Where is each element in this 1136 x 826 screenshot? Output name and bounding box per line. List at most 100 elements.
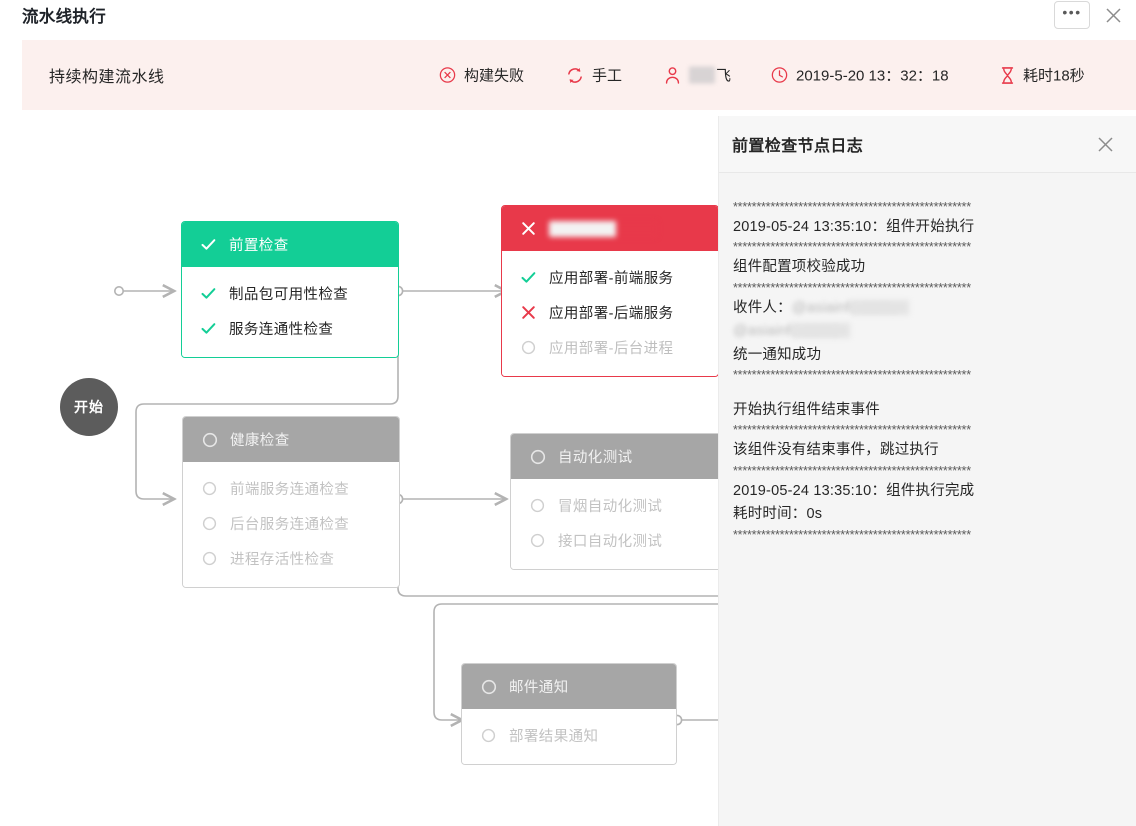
check-icon xyxy=(200,320,217,337)
node-step[interactable]: 冒烟自动化测试 xyxy=(511,488,727,523)
log-line: 该组件没有结束事件，跳过执行 xyxy=(733,442,939,459)
trigger-user: 飞 xyxy=(664,65,731,86)
node-step-label: 冒烟自动化测试 xyxy=(558,499,663,515)
node-header xyxy=(502,206,718,251)
node-step-label: 进程存活性检查 xyxy=(230,552,335,568)
node-step[interactable]: 应用部署-后端服务 xyxy=(502,295,718,330)
node-step[interactable]: 制品包可用性检查 xyxy=(182,276,398,311)
node-header: 前置检查 xyxy=(182,222,398,267)
node-step-label: 接口自动化测试 xyxy=(558,534,663,550)
node-step[interactable]: 后台服务连通检查 xyxy=(183,506,399,541)
circle-icon xyxy=(529,448,546,465)
circle-icon xyxy=(480,727,497,744)
circle-icon xyxy=(520,339,537,356)
hourglass-icon xyxy=(1000,66,1015,84)
window-close-button[interactable] xyxy=(1100,2,1126,28)
node-body: 部署结果通知 xyxy=(462,709,676,764)
check-icon xyxy=(200,236,217,253)
trigger-type-label: 手工 xyxy=(592,67,623,85)
pipeline-node-mail[interactable]: 邮件通知 部署结果通知 xyxy=(461,663,677,765)
node-title: 前置检查 xyxy=(229,238,289,254)
circle-icon xyxy=(201,515,218,532)
node-step-label: 应用部署-后台进程 xyxy=(549,341,674,357)
pipeline-node-health[interactable]: 健康检查 前端服务连通检查 后台服务连通检查 进程存活性检查 xyxy=(182,416,400,588)
pipeline-node-autotest[interactable]: 自动化测试 冒烟自动化测试 接口自动化测试 xyxy=(510,433,728,570)
node-step-label: 部署结果通知 xyxy=(509,729,599,745)
more-options-button[interactable]: ••• xyxy=(1054,1,1090,29)
node-body: 制品包可用性检查 服务连通性检查 xyxy=(182,267,398,357)
x-icon xyxy=(520,304,537,321)
node-header: 邮件通知 xyxy=(462,664,676,709)
execution-duration-label: 耗时18秒 xyxy=(1023,67,1085,85)
clock-icon xyxy=(771,67,788,84)
node-title-redacted xyxy=(549,220,657,237)
log-panel-close-button[interactable] xyxy=(1094,133,1116,155)
page-title: 流水线执行 xyxy=(22,8,106,26)
node-body: 前端服务连通检查 后台服务连通检查 进程存活性检查 xyxy=(183,462,399,587)
trigger-user-name: 飞 xyxy=(689,65,731,86)
circle-icon xyxy=(480,678,497,695)
pipeline-summary-banner: 持续构建流水线 构建失败 手工 xyxy=(22,40,1136,110)
circle-icon xyxy=(201,550,218,567)
close-icon xyxy=(1097,136,1113,152)
user-icon xyxy=(664,66,681,84)
circle-icon xyxy=(201,480,218,497)
log-separator: ****************************************… xyxy=(733,368,971,383)
log-separator: ****************************************… xyxy=(733,280,971,295)
node-step[interactable]: 部署结果通知 xyxy=(462,718,676,753)
node-title: 健康检查 xyxy=(230,433,290,449)
node-step-label: 服务连通性检查 xyxy=(229,322,334,338)
log-separator: ****************************************… xyxy=(733,423,971,438)
node-step-label: 制品包可用性检查 xyxy=(229,287,349,303)
node-step[interactable]: 接口自动化测试 xyxy=(511,523,727,558)
node-step[interactable]: 进程存活性检查 xyxy=(183,541,399,576)
node-body: 冒烟自动化测试 接口自动化测试 xyxy=(511,479,727,569)
node-step-label: 后台服务连通检查 xyxy=(230,517,350,533)
pipeline-node-precheck[interactable]: 前置检查 制品包可用性检查 服务连通性检查 xyxy=(181,221,399,358)
circle-icon xyxy=(201,431,218,448)
log-line: 耗时时间：0s xyxy=(733,506,823,523)
node-log-panel: 前置检查节点日志 *******************************… xyxy=(718,116,1136,826)
node-step[interactable]: 服务连通性检查 xyxy=(182,311,398,346)
log-line: 2019-05-24 13:35:10：组件开始执行 xyxy=(733,218,975,235)
sync-icon xyxy=(566,66,584,84)
log-line-redacted: @asiainfo.com； xyxy=(733,320,1122,343)
log-line: 组件配置项校验成功 xyxy=(733,259,866,276)
start-node-label: 开始 xyxy=(74,399,104,415)
close-icon xyxy=(1105,7,1121,23)
ellipsis-icon: ••• xyxy=(1062,3,1082,20)
window-titlebar: 流水线执行 ••• xyxy=(0,0,1136,38)
log-separator: ****************************************… xyxy=(733,200,971,214)
log-line: 统一通知成功 xyxy=(733,346,822,363)
log-blank-line xyxy=(733,384,1122,399)
log-line-redacted: 收件人：@asiainfo.com， xyxy=(733,297,1122,320)
node-step[interactable]: 应用部署-前端服务 xyxy=(502,260,718,295)
circle-x-icon xyxy=(439,67,456,84)
log-panel-title: 前置检查节点日志 xyxy=(732,138,864,155)
pipeline-node-deploy[interactable]: 应用部署-前端服务 应用部署-后端服务 应用部署-后台进程 xyxy=(501,205,719,377)
check-icon xyxy=(200,285,217,302)
execution-duration: 耗时18秒 xyxy=(1000,65,1085,86)
node-title: 邮件通知 xyxy=(509,680,569,696)
node-body: 应用部署-前端服务 应用部署-后端服务 应用部署-后台进程 xyxy=(502,251,718,376)
node-step-label: 前端服务连通检查 xyxy=(230,482,350,498)
trigger-type: 手工 xyxy=(566,65,622,86)
node-step[interactable]: 应用部署-后台进程 xyxy=(502,330,718,365)
circle-icon xyxy=(529,497,546,514)
log-content[interactable]: ****************************************… xyxy=(719,173,1136,826)
pipeline-name: 持续构建流水线 xyxy=(49,69,165,86)
circle-icon xyxy=(529,532,546,549)
build-status-label: 构建失败 xyxy=(464,67,525,85)
log-line: 2019-05-24 13:35:10：组件执行完成 xyxy=(733,482,975,499)
x-icon xyxy=(520,220,537,237)
log-separator: ****************************************… xyxy=(733,463,971,478)
node-header: 自动化测试 xyxy=(511,434,727,479)
redaction-mask xyxy=(689,66,715,84)
log-line: 开始执行组件结束事件 xyxy=(733,401,880,418)
build-status: 构建失败 xyxy=(439,65,524,86)
log-panel-header: 前置检查节点日志 xyxy=(719,116,1136,173)
node-step[interactable]: 前端服务连通检查 xyxy=(183,471,399,506)
node-header: 健康检查 xyxy=(183,417,399,462)
start-node[interactable]: 开始 xyxy=(60,378,118,436)
log-separator: ****************************************… xyxy=(733,240,971,255)
